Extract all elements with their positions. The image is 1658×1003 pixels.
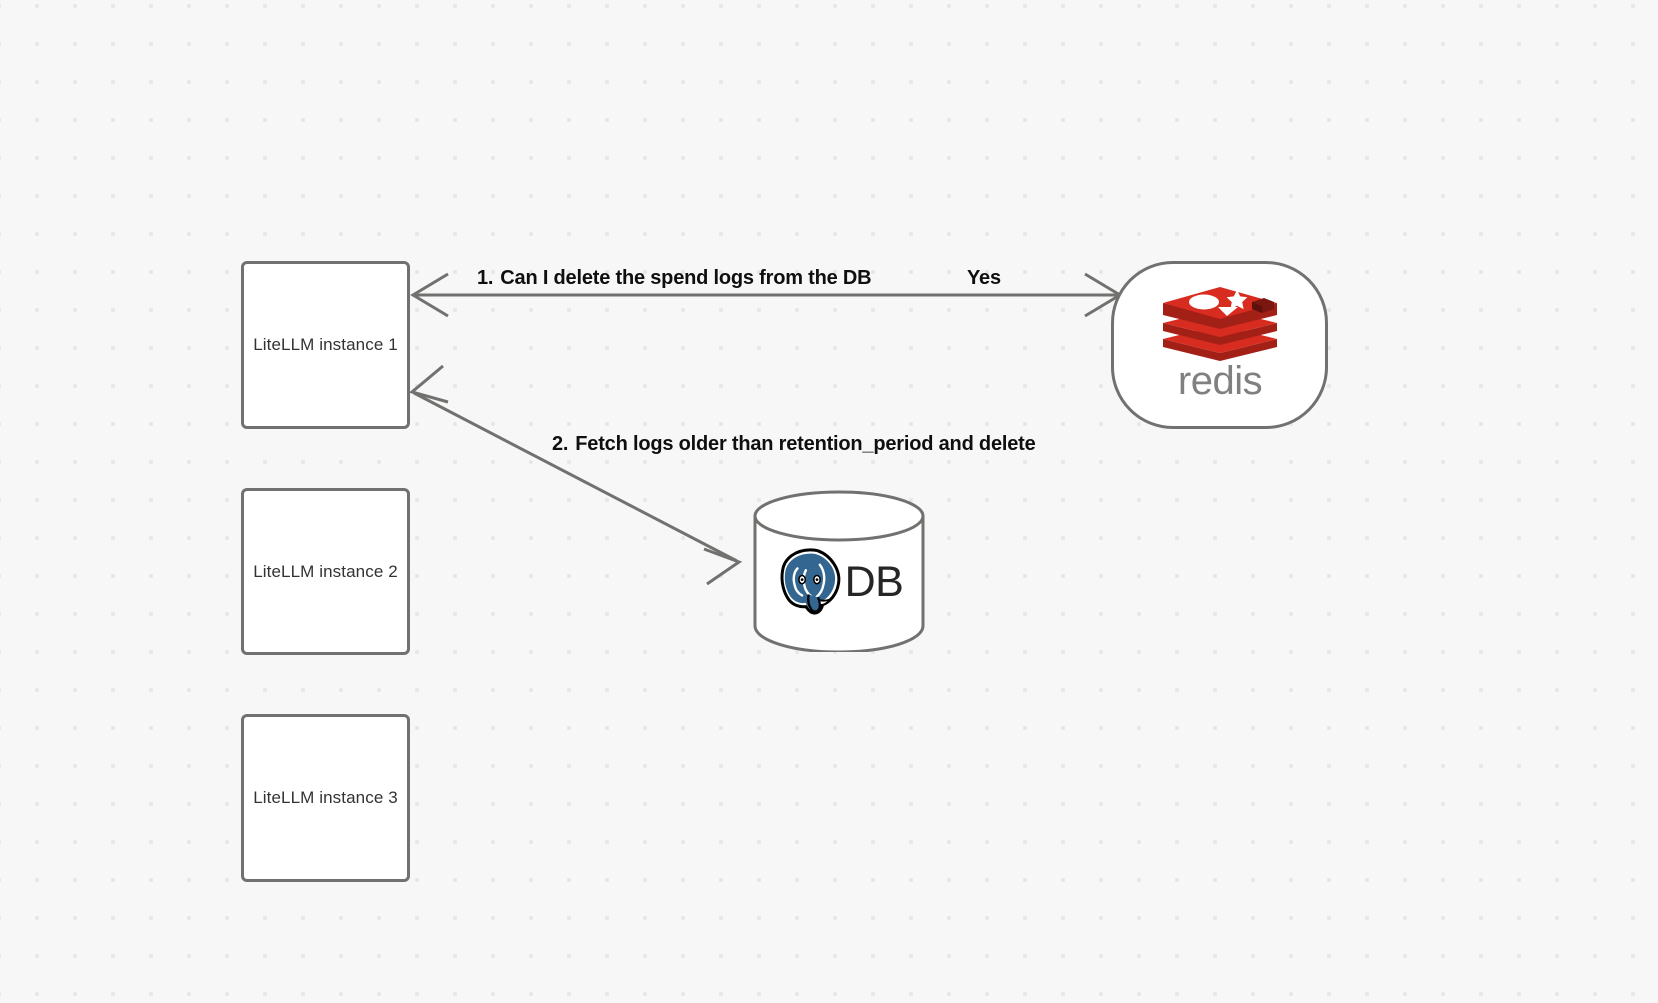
edge-label-step-1-number: 1.: [477, 267, 494, 289]
node-label-instance-2: LiteLLM instance 2: [253, 561, 398, 581]
redis-wordmark-text: redis: [1177, 361, 1261, 403]
edge-label-step-2-text: Fetch logs older than retention_period a…: [575, 433, 1036, 455]
arrowhead-upleft: [408, 364, 449, 404]
postgresql-elephant-icon: [780, 548, 840, 615]
node-label-instance-3: LiteLLM instance 3: [253, 788, 398, 807]
edge-label-reply-yes: Yes: [967, 267, 1001, 289]
node-litellm-instance-2[interactable]: LiteLLM instance 2: [241, 488, 410, 655]
arrowhead-left: [410, 272, 449, 318]
redis-wordmark-icon: redis: [1177, 361, 1262, 403]
edge-label-step-1: 1. Can I delete the spend logs from the D…: [477, 267, 872, 290]
edge-label-step-2-number: 2.: [552, 433, 569, 455]
edge-label-step-1-text: Can I delete the spend logs from the DB: [500, 267, 872, 289]
redis-logo-icon: [1162, 287, 1277, 361]
node-litellm-instance-1[interactable]: LiteLLM instance 1: [241, 261, 410, 429]
node-label-instance-1: LiteLLM instance 1: [253, 335, 398, 354]
arrowhead-downright: [703, 547, 743, 586]
edge-label-step-2: 2. Fetch logs older than retention_period…: [552, 433, 1036, 456]
node-litellm-instance-3[interactable]: LiteLLM instance 3: [241, 714, 410, 882]
redis-logo-group: redis: [1114, 264, 1325, 426]
database-label: DB: [844, 557, 904, 606]
node-redis[interactable]: redis: [1111, 261, 1328, 429]
database-logo-group: DB: [752, 490, 926, 652]
edge-instance1-database: [408, 364, 743, 586]
node-database[interactable]: DB: [752, 490, 926, 652]
